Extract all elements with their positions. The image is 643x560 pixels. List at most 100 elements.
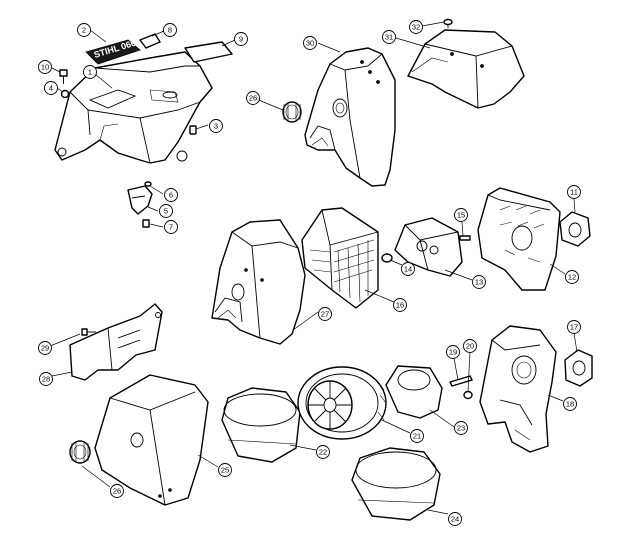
callout-29-label: 29: [41, 344, 49, 353]
part-17-gasket: [564, 349, 593, 387]
callout-4: 4: [44, 81, 58, 95]
callout-16: 16: [393, 298, 407, 312]
callout-14: 14: [401, 262, 415, 276]
callout-11: 11: [567, 185, 581, 199]
part-9-plate: [184, 41, 233, 63]
part-21-air-filter: [297, 366, 387, 440]
callout-13-label: 13: [475, 278, 483, 287]
callout-23: 23: [454, 421, 468, 435]
callout-30: 30: [303, 36, 317, 50]
part-7-screw: [142, 219, 150, 228]
part-23-pre-filter: [385, 365, 443, 419]
callout-9-label: 9: [239, 35, 243, 44]
part-24-filter-band-large: [351, 447, 441, 521]
part-2-logo-decal: STIHL 066: [85, 38, 141, 65]
callout-20-label: 20: [466, 342, 474, 351]
callout-22-label: 22: [319, 448, 327, 457]
part-19-pin: [449, 375, 473, 387]
callout-14-label: 14: [404, 265, 412, 274]
part-18-carb-housing: [479, 325, 557, 453]
callout-2: 2: [77, 23, 91, 37]
callout-25: 25: [218, 463, 232, 477]
part-13-bracket: [394, 217, 463, 277]
part-31-top-cover: [407, 29, 525, 109]
callout-27-label: 27: [321, 310, 329, 319]
part-5-bracket: [127, 185, 153, 215]
callout-19: 19: [446, 345, 460, 359]
callout-2-label: 2: [82, 26, 86, 35]
callout-32: 32: [409, 20, 423, 34]
callout-18-label: 18: [566, 400, 574, 409]
callout-29: 29: [38, 341, 52, 355]
callout-3: 3: [209, 119, 223, 133]
part-32-screw: [443, 18, 453, 28]
callout-21: 21: [410, 429, 424, 443]
callout-9: 9: [234, 32, 248, 46]
callout-3-label: 3: [214, 122, 218, 131]
callout-11-label: 11: [570, 188, 578, 197]
part-11-gasket: [559, 211, 591, 247]
callout-27: 27: [318, 307, 332, 321]
callout-32-label: 32: [412, 23, 420, 32]
part-8-pad: [139, 33, 161, 49]
callout-26-lower: 26: [110, 484, 124, 498]
callout-10-label: 10: [41, 63, 49, 72]
callout-25-label: 25: [221, 466, 229, 475]
callout-31-label: 31: [385, 33, 393, 42]
part-26-knob-lower: [69, 440, 91, 464]
callout-21-label: 21: [413, 432, 421, 441]
callout-30-label: 30: [306, 39, 314, 48]
callout-1: 1: [83, 65, 97, 79]
callout-23-label: 23: [457, 424, 465, 433]
callout-8-label: 8: [168, 26, 172, 35]
callout-5-label: 5: [164, 207, 168, 216]
callout-26-upper: 26: [246, 91, 260, 105]
callout-15: 15: [454, 208, 468, 222]
part-29-screw: [81, 328, 96, 336]
callout-15-label: 15: [457, 211, 465, 220]
part-3-stud: [189, 125, 197, 135]
part-1-shroud: [54, 51, 213, 164]
part-20-washer: [463, 390, 473, 400]
callout-5: 5: [159, 204, 173, 218]
callout-31: 31: [382, 30, 396, 44]
part-22-filter-band: [221, 387, 301, 463]
callout-12-label: 12: [568, 273, 576, 282]
callout-7-label: 7: [169, 223, 173, 232]
part-12-filter-base: [477, 187, 561, 291]
part-10-screw: [59, 69, 68, 84]
callout-6: 6: [164, 188, 178, 202]
part-27-housing: [211, 219, 306, 345]
callout-4-label: 4: [49, 84, 53, 93]
callout-1-label: 1: [88, 68, 92, 77]
part-15-screw: [459, 235, 471, 241]
part-25-side-cover: [94, 374, 209, 506]
callout-12: 12: [565, 270, 579, 284]
part-4-nut: [60, 89, 70, 99]
callout-20: 20: [463, 339, 477, 353]
part-28-plate: [69, 303, 163, 381]
part-14-nut: [381, 253, 393, 263]
callout-10: 10: [38, 60, 52, 74]
part-16-filter-element: [301, 207, 379, 309]
callout-6-label: 6: [169, 191, 173, 200]
callout-26-lower-label: 26: [113, 487, 121, 496]
callout-26-upper-label: 26: [249, 94, 257, 103]
part-30-cover: [304, 47, 396, 187]
leader-lines: [49, 21, 578, 515]
part-26-knob-upper: [282, 101, 302, 123]
callout-28: 28: [39, 372, 53, 386]
callout-18: 18: [563, 397, 577, 411]
callout-24-label: 24: [451, 515, 459, 524]
callout-13: 13: [472, 275, 486, 289]
callout-16-label: 16: [396, 301, 404, 310]
callout-17-label: 17: [570, 323, 578, 332]
callout-17: 17: [567, 320, 581, 334]
callout-8: 8: [163, 23, 177, 37]
callout-19-label: 19: [449, 348, 457, 357]
part-6-washer: [144, 181, 152, 187]
callout-24: 24: [448, 512, 462, 526]
callout-28-label: 28: [42, 375, 50, 384]
callout-22: 22: [316, 445, 330, 459]
